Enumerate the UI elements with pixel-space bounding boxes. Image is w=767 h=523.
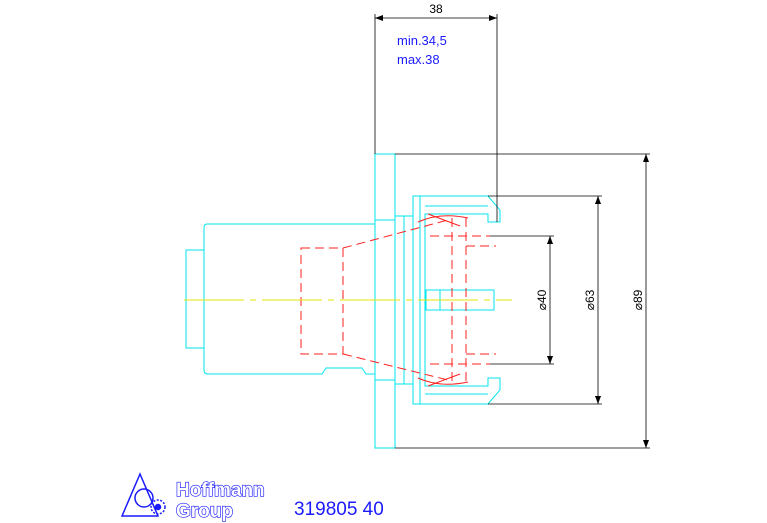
diameter-40-label: ⌀40 bbox=[535, 289, 549, 310]
brand-line-2: Group bbox=[176, 501, 233, 522]
note-max: max.38 bbox=[397, 52, 440, 67]
hidden-bore bbox=[300, 247, 344, 355]
part-number: 319805 40 bbox=[294, 499, 384, 520]
flange bbox=[374, 153, 396, 449]
clamping-nut bbox=[412, 195, 501, 405]
shank-end bbox=[185, 249, 205, 349]
dimension-arrows bbox=[375, 15, 649, 448]
note-min: min.34,5 bbox=[397, 33, 447, 48]
hoffmann-logo: Hoffmann Group bbox=[120, 472, 265, 523]
diameter-63-label: ⌀63 bbox=[583, 289, 597, 310]
brand-line-1: Hoffmann bbox=[176, 480, 265, 501]
part-outline bbox=[185, 153, 501, 449]
logo-mark-icon bbox=[120, 472, 166, 517]
collet-cone-lines bbox=[417, 213, 469, 387]
length-dimension: 38 bbox=[429, 2, 443, 16]
diameter-89-label: ⌀89 bbox=[631, 289, 645, 310]
shank-body bbox=[203, 223, 375, 375]
dimension-lines bbox=[374, 14, 650, 449]
hidden-lines bbox=[300, 218, 496, 382]
